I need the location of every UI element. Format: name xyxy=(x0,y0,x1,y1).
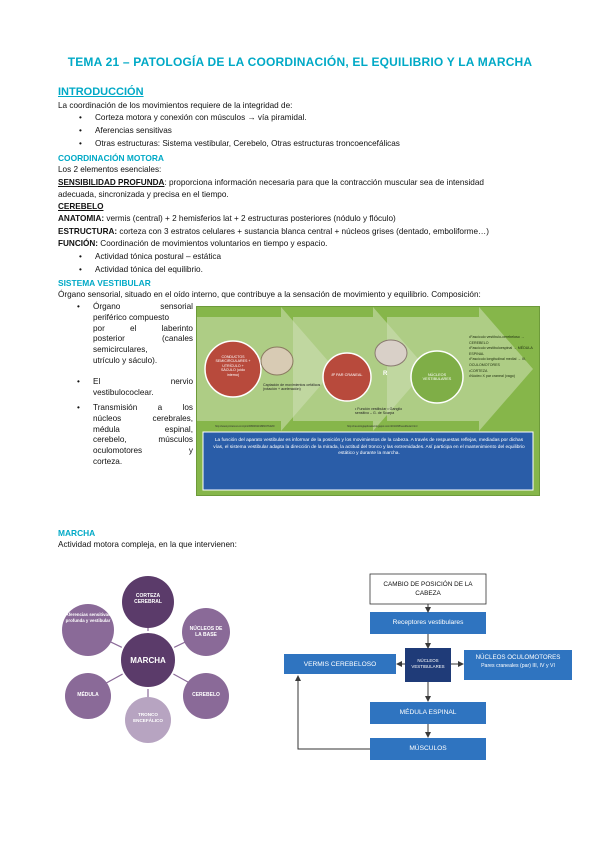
marcha-node-nucleos: NÚCLEOS DE LA BASE xyxy=(189,626,223,639)
intro-text: La coordinación de los movimientos requi… xyxy=(58,101,293,110)
flow-oculo-sub: Pares craneales (par) III, IV y VI xyxy=(481,663,555,669)
vest-bullet-line: periférico compuesto xyxy=(93,312,169,322)
intro-bullet: Aferencias sensitivas xyxy=(79,126,172,137)
vestibular-flow-diagram xyxy=(284,573,572,760)
marcha-diagram xyxy=(62,576,230,743)
vest-bullet: Órgano sensorial periférico compuesto po… xyxy=(77,302,193,367)
vest-url-2: http://neurologiaplicada.blogspot.com/20… xyxy=(347,425,418,428)
marcha-node-tronco: TRONCO ENCEFÁLICO xyxy=(133,712,163,723)
anatomia-label: ANATOMIA: xyxy=(58,214,105,223)
marcha-intro: Actividad motora compleja, en la que int… xyxy=(58,540,237,549)
flow-medula: MÉDULA ESPINAL xyxy=(399,709,457,716)
flow-nucleos: NÚCLEOS VESTIBULARES xyxy=(411,658,445,669)
cerebelo-bullet: Actividad tónica del equilibrio. xyxy=(79,265,203,276)
vest-bullet-line: Órgano sensorial xyxy=(93,302,193,311)
sens-text: : proporciona información necesaria para… xyxy=(164,178,484,187)
flow-receptores: Receptores vestibulares xyxy=(392,619,464,626)
vest-bullet-line: corteza. xyxy=(93,456,123,466)
funcion-label: FUNCIÓN: xyxy=(58,239,99,248)
estructura-label: ESTRUCTURA: xyxy=(58,227,118,236)
vest-bottom-text: La función del aparato vestibular es inf… xyxy=(213,438,525,457)
estructura-text: corteza con 3 estratos celulares + susta… xyxy=(117,227,489,236)
vest-right-item: •Núcleo X par craneal (vago) xyxy=(469,374,516,379)
vest-caption-1: Captación de movimientos cefálicos (rota… xyxy=(263,383,321,392)
marcha-node-medula: MÉDULA xyxy=(77,692,99,698)
vest-bullet-line: oculomotores y xyxy=(93,446,193,456)
funcion-text: Coordinación de movimientos voluntarios … xyxy=(98,239,328,248)
vest-bullet: Transmisión a los núcleos cerebrales, mé… xyxy=(77,403,193,468)
anatomia-line: ANATOMIA: vermis (central) + 2 hemisferi… xyxy=(58,214,396,225)
flow-oculomotores: NÚCLEOS OCULOMOTORES Pares craneales (pa… xyxy=(464,654,572,670)
vest-bullet-line: núcleos cerebrales, xyxy=(93,413,193,423)
vest-r-letter: R xyxy=(383,371,388,377)
vest-bullet-line: médula espinal, xyxy=(93,424,193,434)
sens-line: SENSIBILIDAD PROFUNDA: proporciona infor… xyxy=(58,178,484,189)
intro-heading: INTRODUCCIÓN xyxy=(58,86,144,98)
vest-bullet-line: semicirculares, xyxy=(93,345,148,355)
vest-right-item: •Fascículo vestíbulo-cerebeloso → CEREBE… xyxy=(469,335,525,345)
intro-bullet: Corteza motora y conexión con músculos →… xyxy=(79,113,307,124)
sens-label: SENSIBILIDAD PROFUNDA xyxy=(58,178,165,187)
flow-musculos: MÚSCULOS xyxy=(409,745,447,752)
vest-right-item: •Fascículo vestibuloespinal → MÉDULA ESP… xyxy=(469,346,533,356)
vest-bullet-line: posterior (canales xyxy=(93,334,193,344)
vest-circle-2: 8º PAR CRANEAL xyxy=(331,373,363,377)
marcha-node-cerebelo: CEREBELO xyxy=(192,692,220,698)
vest-caption-2: • Función vestibular • Ganglio sensitivo… xyxy=(355,407,403,416)
estructura-line: ESTRUCTURA: corteza con 3 estratos celul… xyxy=(58,227,489,238)
vest-circle-3: NÚCLEOS VESTIBULARES xyxy=(422,373,452,382)
vest-bullet-line: vestibulococlear. xyxy=(93,387,154,397)
vestibular-slide: CONDUCTOS SEMICIRCULARES + UTRÍCULO + SÁ… xyxy=(196,306,540,496)
intro-bullet: Otras estructuras: Sistema vestibular, C… xyxy=(79,139,400,150)
vest-right-item: •CORTEZA xyxy=(469,368,488,373)
vestibular-arrows xyxy=(197,307,534,491)
funcion-line: FUNCIÓN: Coordinación de movimientos vol… xyxy=(58,239,327,250)
flow-top-box: CAMBIO DE POSICIÓN DE LA CABEZA xyxy=(383,581,473,597)
vest-bullet-line: por el laberinto xyxy=(93,323,193,333)
marcha-node-corteza: CORTEZA CEREBRAL xyxy=(134,593,162,606)
vest-bullet-line: El nervio xyxy=(93,377,193,386)
vest-bullet-line: utrículo y sáculo). xyxy=(93,355,158,365)
marcha-heading: MARCHA xyxy=(58,528,96,538)
coord-intro: Los 2 elementos esenciales: xyxy=(58,165,162,174)
cerebelo-heading: CEREBELO xyxy=(58,202,104,211)
vest-bullet-line: cerebelo, músculos xyxy=(93,435,193,445)
vest-heading: SISTEMA VESTIBULAR xyxy=(58,278,151,288)
vest-bullet: El nervio vestibulococlear. xyxy=(77,377,193,399)
vest-circle-1: CONDUCTOS SEMICIRCULARES + UTRÍCULO + SÁ… xyxy=(215,355,251,377)
coord-heading: COORDINACIÓN MOTORA xyxy=(58,153,164,163)
vest-right-list: •Fascículo vestíbulo-cerebeloso → CEREBE… xyxy=(469,335,537,380)
marcha-node-aferencias: Aferencias sensitivas profunda y vestibu… xyxy=(65,612,111,623)
flow-vermis: VERMIS CEREBELOSO xyxy=(303,661,377,668)
sens-text-2: adecuada, sincronizada y precisa en el t… xyxy=(58,190,229,199)
vest-right-item: •Fascículo longitudinal medial → III, OC… xyxy=(469,357,526,367)
cerebelo-bullet: Actividad tónica postural – estática xyxy=(79,252,221,263)
vest-bullet-line: Transmisión a los xyxy=(93,403,193,412)
marcha-center: MARCHA xyxy=(130,656,166,665)
anatomia-text: vermis (central) + 2 hemisferios lat + 2… xyxy=(104,214,396,223)
vest-intro: Órgano sensorial, situado en el oído int… xyxy=(58,290,481,299)
flow-oculo-title: NÚCLEOS OCULOMOTORES xyxy=(475,654,561,661)
page-title: TEMA 21 – PATOLOGÍA DE LA COORDINACIÓN, … xyxy=(67,55,533,69)
vest-url-1: http://www.pinterest.com/pin/30863611988… xyxy=(215,425,275,428)
